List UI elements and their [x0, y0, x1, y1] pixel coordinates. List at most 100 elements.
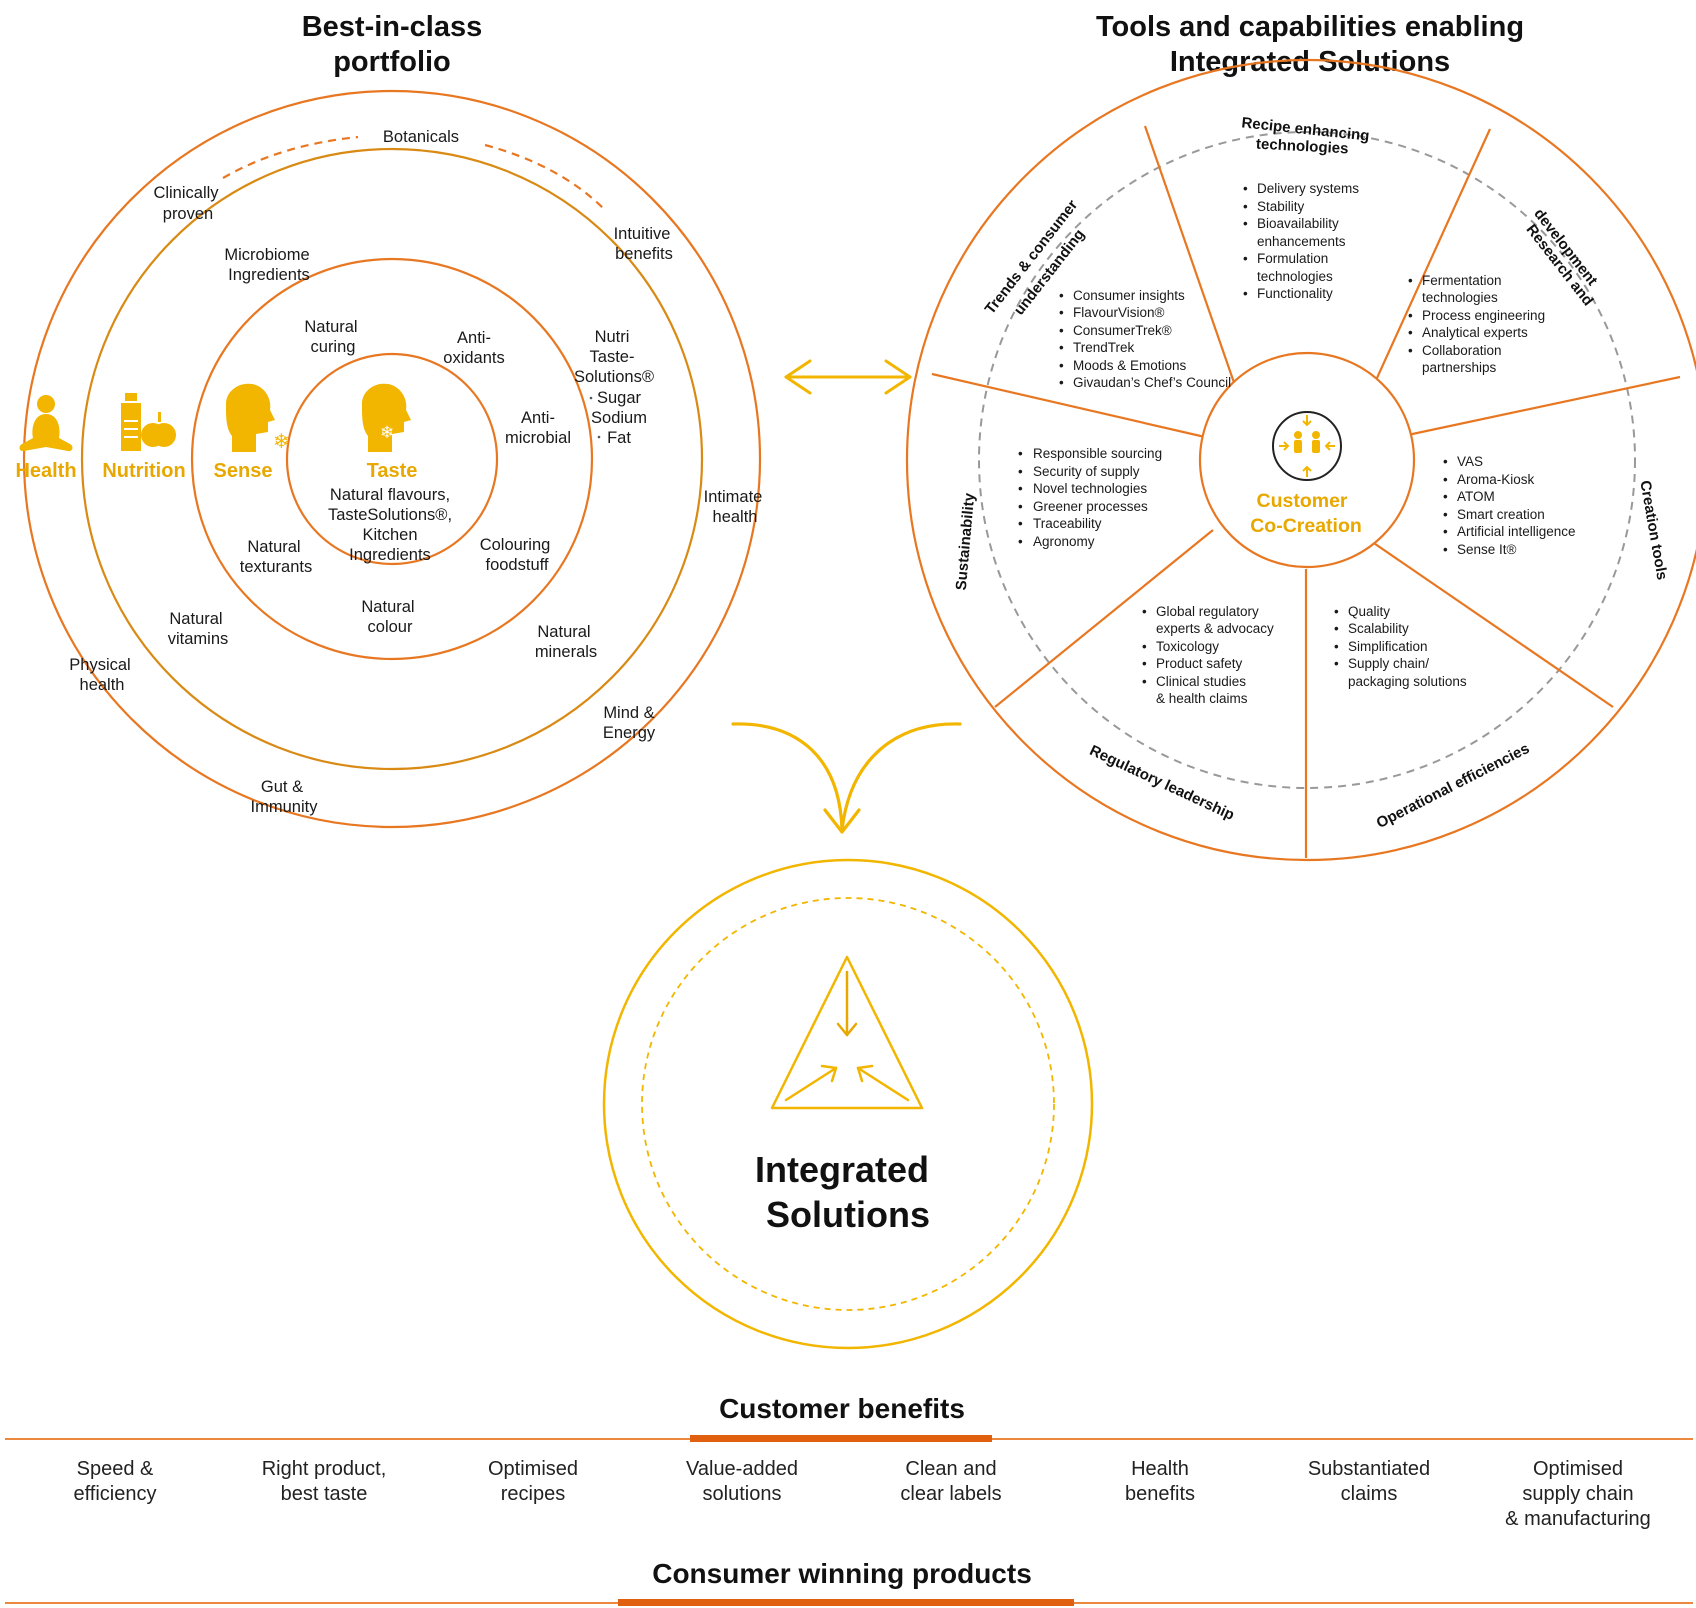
tools-title-line1: Tools and capabilities enabling: [1096, 11, 1524, 43]
nutri-bullet-dots: [589, 396, 601, 439]
integrated-dashed-ring: [641, 897, 1055, 1311]
bullet-dot: •: [1018, 481, 1023, 496]
label-clinically-proven: proven: [163, 205, 213, 223]
list-item: Toxicology: [1156, 639, 1219, 654]
segment-title-recipe: technologies: [1256, 136, 1349, 158]
svg-text:❄: ❄: [273, 429, 290, 453]
double-arrow-icon: [784, 359, 912, 395]
label-microbiome: Ingredients: [228, 266, 310, 284]
segment-list-regulatory: • Global regulatory experts & advocacy •…: [1142, 604, 1274, 706]
triangle-arrows-icon: [770, 955, 924, 1110]
bullet-dot: •: [1142, 674, 1147, 689]
bullet-dot: •: [1059, 340, 1064, 355]
label-physical-health: Physical: [69, 656, 130, 674]
integrated-title-line1: Integrated: [755, 1149, 929, 1190]
list-item: partnerships: [1422, 360, 1497, 375]
benefit-label: solutions: [703, 1483, 782, 1505]
label-sugar: Sugar: [597, 389, 642, 407]
bullet-dot: •: [1142, 656, 1147, 671]
bullet-dot: •: [1243, 199, 1248, 214]
taste-ring: [285, 352, 499, 566]
bullet-dot: •: [1243, 286, 1248, 301]
bullet-dot: •: [1334, 604, 1339, 619]
list-item: Stability: [1257, 199, 1305, 214]
list-item: ConsumerTrek®: [1073, 323, 1172, 338]
label-intimate-health: health: [713, 508, 758, 526]
list-item: Collaboration: [1422, 343, 1502, 358]
benefit-label: efficiency: [73, 1483, 156, 1505]
portfolio-title-line1: Best-in-class: [302, 11, 483, 43]
nutrition-ring-labels: Microbiome Ingredients Nutri Taste- Solu…: [168, 246, 654, 661]
label-intimate-health: Intimate: [704, 488, 763, 506]
bullet-dot: •: [1408, 308, 1413, 323]
label-mind-energy: Energy: [603, 724, 656, 742]
list-item: Moods & Emotions: [1073, 358, 1187, 373]
label-antimicrobial: Anti-: [521, 409, 555, 427]
label-antimicrobial: microbial: [505, 429, 571, 447]
dashed-arc-left: [222, 135, 359, 179]
benefit-label: Right product,: [262, 1458, 387, 1480]
benefit-label: recipes: [501, 1483, 565, 1505]
label-antioxidants: Anti-: [457, 329, 491, 347]
health-ring-labels: Botanicals Clinically proven Intuitive b…: [69, 128, 762, 816]
label-nutri-taste: Nutri: [595, 328, 630, 346]
taste-ingredients: Natural flavours, TasteSolutions®, Kitch…: [328, 486, 452, 564]
bullet-dot: •: [1443, 489, 1448, 504]
label-nutri-taste: Taste-: [590, 348, 635, 366]
segment-title-operational: Operational efficiencies: [1374, 740, 1533, 832]
label-natural-colour: Natural: [361, 598, 414, 616]
label-physical-health: health: [80, 676, 125, 694]
head-snowflake-icon: ❄: [226, 383, 290, 453]
list-item: Bioavailability: [1257, 216, 1339, 231]
consumer-accent-bar: [618, 1599, 1074, 1606]
ring-name-health: Health: [15, 460, 76, 482]
list-item: Clinical studies: [1156, 674, 1246, 689]
benefit-label: supply chain: [1522, 1483, 1633, 1505]
bullet-dot: •: [1443, 454, 1448, 469]
benefit-label: Value-added: [686, 1458, 798, 1480]
bullet-dot: •: [1059, 288, 1064, 303]
bullet-dot: •: [1142, 604, 1147, 619]
list-item: Aroma-Kiosk: [1457, 472, 1535, 487]
co-creation-line1: Customer: [1256, 490, 1347, 512]
taste-line: Ingredients: [349, 546, 431, 564]
list-item: Delivery systems: [1257, 181, 1359, 196]
taste-line: Natural flavours,: [330, 486, 450, 504]
benefit-label: Health: [1131, 1458, 1189, 1480]
benefit-label: best taste: [281, 1483, 368, 1505]
label-intuitive-benefits: Intuitive: [614, 225, 671, 243]
benefit-label: Substantiated: [1308, 1458, 1430, 1480]
bullet-dot: •: [1059, 358, 1064, 373]
label-gut-immunity: Immunity: [251, 798, 319, 816]
segment-list-trends: • Consumer insights • FlavourVision® • C…: [1059, 288, 1231, 390]
benefits-accent-bar: [690, 1435, 992, 1442]
label-natural-curing: Natural: [304, 318, 357, 336]
benefits-row: Speed & efficiency Right product, best t…: [73, 1458, 1650, 1530]
list-item: Simplification: [1348, 639, 1428, 654]
list-item: experts & advocacy: [1156, 621, 1274, 636]
list-item: Analytical experts: [1422, 325, 1528, 340]
bullet-dot: •: [1018, 516, 1023, 531]
bullet-dot: •: [1334, 656, 1339, 671]
list-item: Novel technologies: [1033, 481, 1147, 496]
benefit-label: Optimised: [488, 1458, 578, 1480]
benefit-label: benefits: [1125, 1483, 1195, 1505]
list-item: Fermentation: [1422, 273, 1502, 288]
label-clinically-proven: Clinically: [153, 184, 219, 202]
integrated-solutions-circle: [602, 858, 1094, 1350]
wheel-dashed-ring: [978, 131, 1636, 789]
list-item: FlavourVision®: [1073, 305, 1165, 320]
ring-name-sense: Sense: [214, 460, 273, 482]
list-item: Quality: [1348, 604, 1390, 619]
label-natural-texturants: Natural: [247, 538, 300, 556]
list-item: packaging solutions: [1348, 674, 1467, 689]
converging-arrow-icon: [731, 722, 962, 834]
bullet-dot: •: [1018, 446, 1023, 461]
sense-ring: [190, 257, 594, 661]
wheel-outer-ring: [906, 59, 1696, 861]
bullet-dot: •: [1408, 325, 1413, 340]
customer-benefits-title: Customer benefits: [719, 1393, 965, 1424]
bullet-dot: •: [1142, 639, 1147, 654]
label-sodium: Sodium: [591, 409, 647, 427]
